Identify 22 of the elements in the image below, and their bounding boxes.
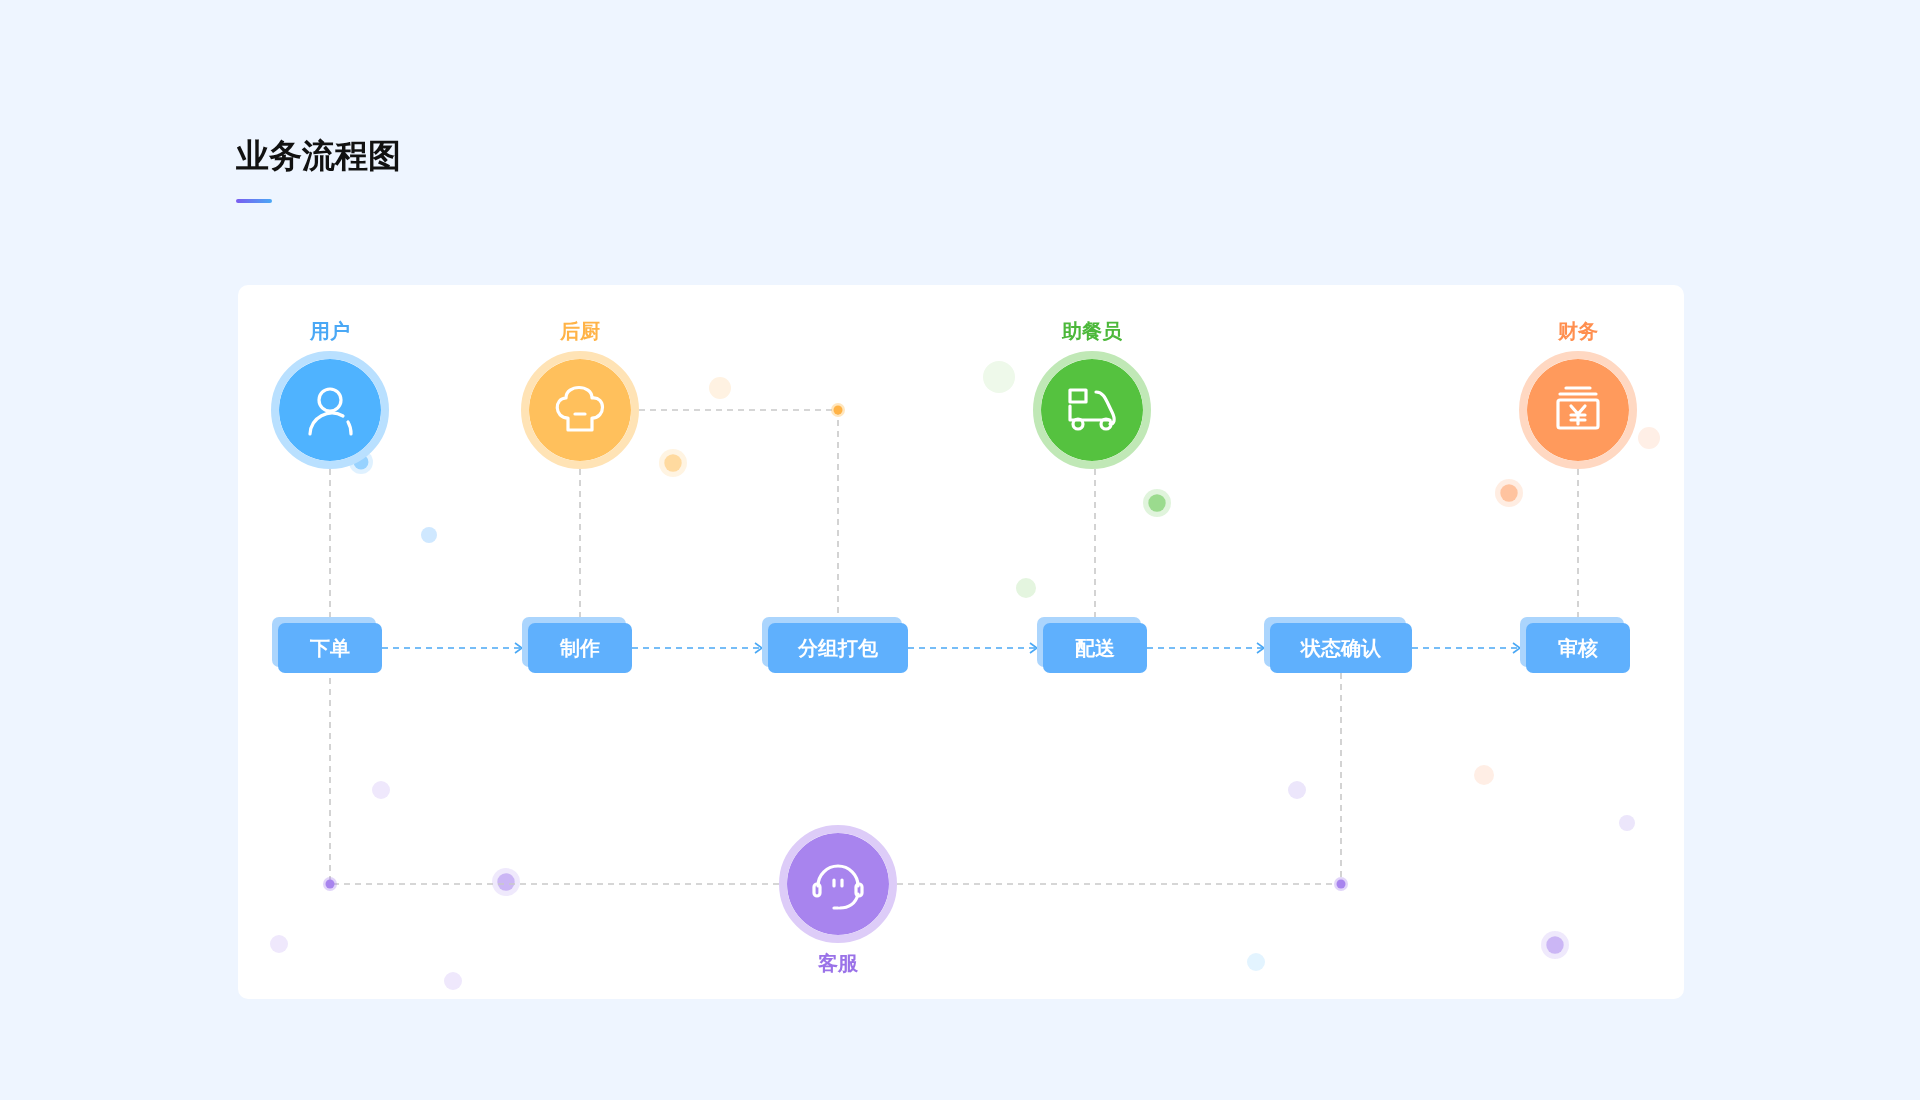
arrow [1146, 642, 1265, 654]
role-label: 客服 [818, 950, 858, 977]
process-box: 状态确认 [1264, 617, 1412, 673]
connector-line [1094, 468, 1096, 618]
connector-line [1577, 468, 1579, 618]
process-box: 配送 [1037, 617, 1147, 673]
role-label: 用户 [310, 318, 350, 345]
process-box: 下单 [272, 617, 382, 673]
process-box: 制作 [522, 617, 632, 673]
process-box: 分组打包 [762, 617, 908, 673]
role-label: 财务 [1558, 318, 1598, 345]
connector-line [896, 672, 1342, 885]
connector-line [329, 468, 331, 618]
role-label: 助餐员 [1062, 318, 1122, 345]
connector-line [579, 468, 581, 618]
page-title: 业务流程图 [236, 135, 401, 177]
arrow [381, 642, 523, 654]
process-box: 审核 [1520, 617, 1630, 673]
role-label: 后厨 [560, 318, 600, 345]
arrow [1411, 642, 1521, 654]
arrow [907, 642, 1038, 654]
arrow [631, 642, 763, 654]
